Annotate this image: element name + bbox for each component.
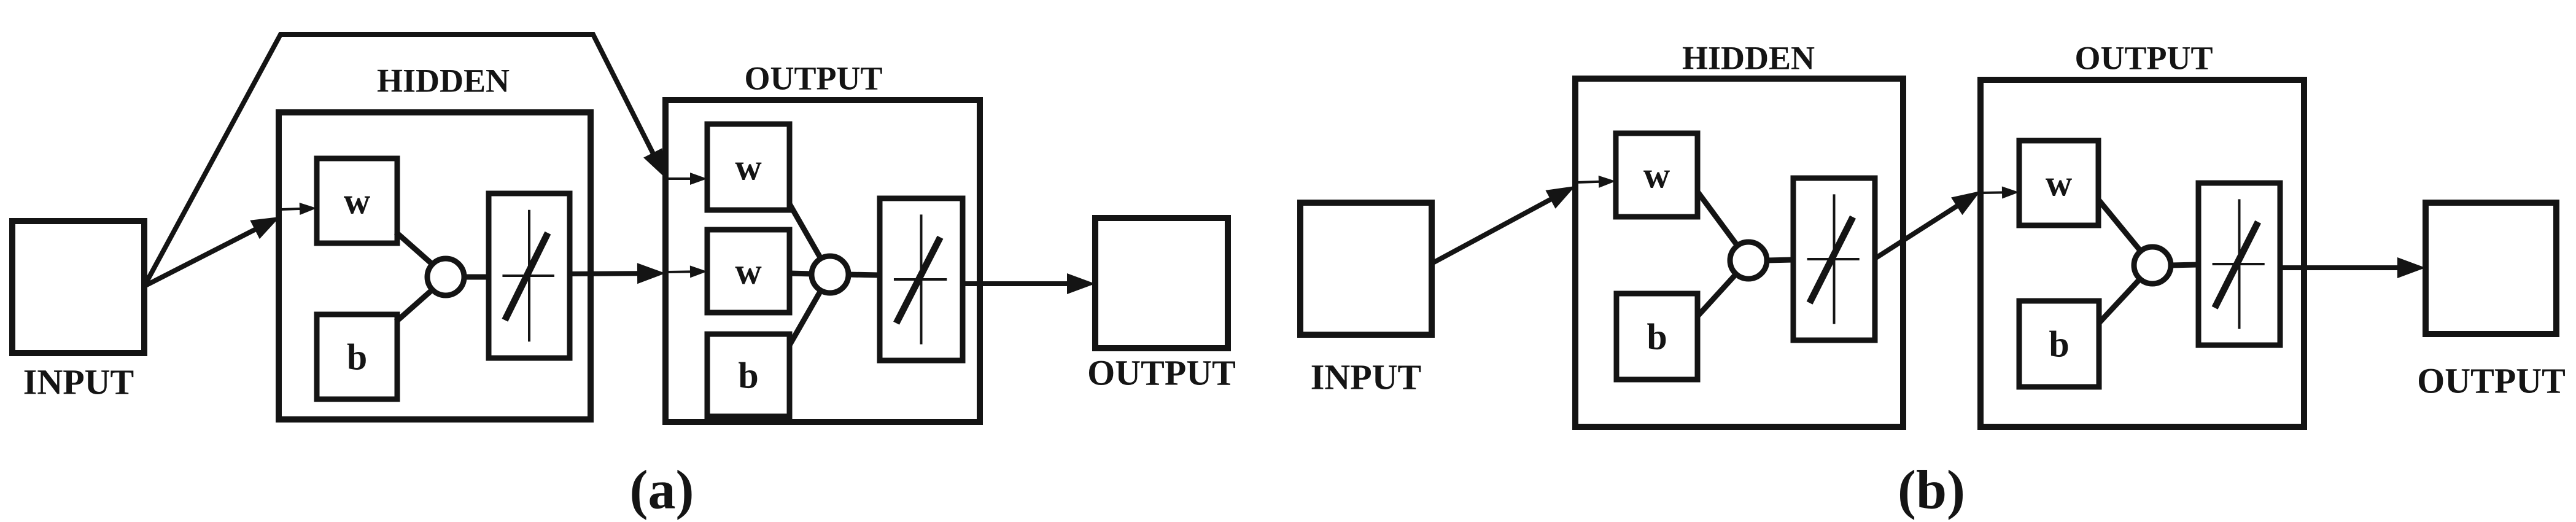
connector-line <box>2096 198 2143 253</box>
connector-line <box>787 289 823 347</box>
panel-b-caption: (b) <box>1898 460 1965 521</box>
hidden-layer-title: HIDDEN <box>1682 39 1815 76</box>
skip-weight-entry-arrow-head <box>690 173 707 185</box>
hidden-to-output-arrow-head <box>637 263 665 284</box>
connector-line <box>394 287 435 324</box>
bias-box <box>314 311 400 402</box>
transfer-function-icon <box>502 209 554 342</box>
input-to-hidden-arrow-head <box>1545 186 1575 209</box>
hidden-to-output-arrow-shaft <box>569 271 640 276</box>
output-to-final-arrow-head <box>2397 257 2426 278</box>
output-weight-entry-arrow-shaft <box>666 270 692 273</box>
sum-junction-circle <box>424 255 467 298</box>
hidden-weight-entry-arrow-head <box>299 202 317 215</box>
transfer-curve <box>893 235 944 325</box>
final-output-box-label: OUTPUT <box>2417 361 2566 401</box>
input-box-label: INPUT <box>1311 357 1421 397</box>
weight-box <box>2016 138 2101 228</box>
sum-junction-circle <box>809 253 852 296</box>
hidden-weight-entry-arrow-head <box>1598 175 1616 188</box>
input-to-hidden-arrow-shaft <box>143 227 258 289</box>
panel-b-output-layer: OUTPUT w b <box>1977 39 2307 430</box>
output-layer-title: OUTPUT <box>744 60 882 96</box>
input-box <box>1297 200 1435 338</box>
output-weight-entry-arrow-head <box>2001 186 2019 199</box>
panel-a-hidden-layer: HIDDEN w b <box>276 62 594 423</box>
weight-label: w <box>2046 163 2073 203</box>
panel-a-caption: (a) <box>630 460 694 521</box>
transfer-function-icon <box>2211 199 2265 329</box>
final-output-box <box>2423 200 2559 337</box>
weight-label: w <box>344 181 371 221</box>
output-weight-entry-arrow-shaft <box>1981 191 2004 194</box>
transfer-function-icon <box>1806 194 1860 324</box>
panel-b-hidden-layer: HIDDEN w b <box>1572 39 1906 430</box>
output-to-final-arrow-head <box>1067 273 1095 294</box>
transfer-curve <box>1806 215 1856 305</box>
weight-box <box>704 227 793 316</box>
connector-line <box>787 202 823 260</box>
input-skip-connection-arrow-shaft <box>142 32 656 287</box>
input-box-label: INPUT <box>23 362 134 402</box>
weight-label: w <box>1643 155 1670 195</box>
transfer-curve <box>502 231 551 322</box>
weight-box <box>1613 130 1701 220</box>
weight-label: w <box>735 147 762 187</box>
hidden-to-output-arrow-head <box>1951 191 1980 216</box>
input-box <box>9 218 147 356</box>
bias-label: b <box>347 337 367 377</box>
weight-box <box>704 121 793 213</box>
input-to-hidden-arrow-head <box>250 217 280 240</box>
sum-junction-circle <box>1727 239 1770 282</box>
final-output-box-label: OUTPUT <box>1087 353 1236 393</box>
connector-line <box>1695 190 1740 247</box>
bias-label: b <box>2049 324 2069 364</box>
connector-line <box>394 230 435 267</box>
connector-line <box>2096 276 2143 326</box>
input-to-hidden-arrow-shaft <box>1432 196 1554 265</box>
bias-box <box>1613 290 1701 383</box>
bias-label: b <box>1647 316 1667 357</box>
input-skip-connection-arrow-head <box>643 148 665 178</box>
bias-box <box>2016 298 2102 390</box>
transfer-curve <box>2211 220 2262 310</box>
output-weight-entry-arrow-head <box>689 265 707 278</box>
connector-line <box>1695 271 1739 319</box>
hidden-layer-title: HIDDEN <box>377 62 510 99</box>
weight-box <box>314 155 400 246</box>
hidden-to-output-arrow-shaft <box>1873 203 1960 261</box>
final-output-box <box>1092 215 1231 351</box>
bias-box <box>704 331 793 419</box>
panel-a-output-layer: OUTPUT w w b <box>662 60 983 425</box>
weight-label: w <box>735 251 762 292</box>
output-layer-title: OUTPUT <box>2074 39 2213 76</box>
bias-label: b <box>738 355 758 395</box>
transfer-function-icon <box>893 214 947 345</box>
sum-junction-circle <box>2131 244 2174 287</box>
